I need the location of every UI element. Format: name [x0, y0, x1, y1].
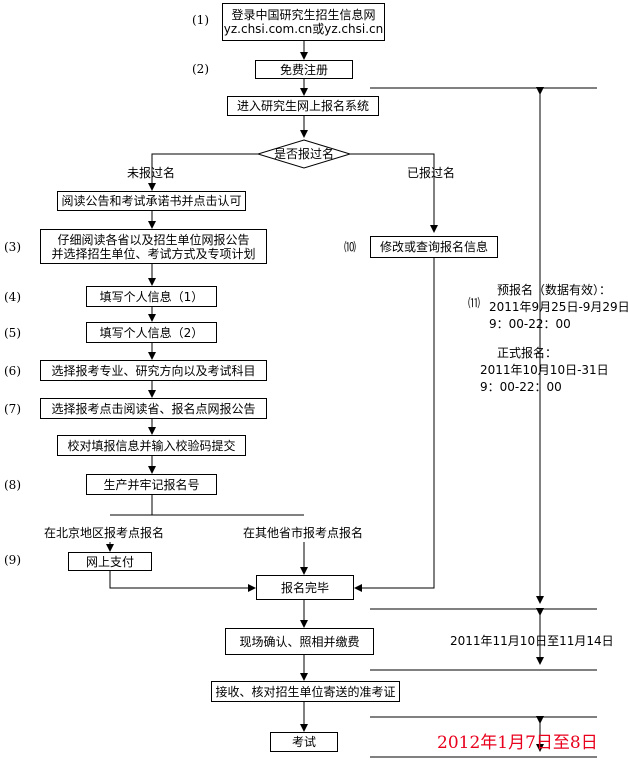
decision-label: 是否报过名	[274, 147, 335, 161]
step-number-1: (1)	[192, 13, 209, 27]
step-select-unit-box: 仔细阅读各省以及招生单位网报公告 并选择招生单位、考试方式及专项计划	[40, 229, 267, 264]
pre-registration-dates: 2011年9月25日-9月29日	[489, 300, 628, 314]
step-select-unit-line1: 仔细阅读各省以及招生单位网报公告	[57, 232, 250, 247]
pre-registration-title: 预报名（数据有效）：	[497, 283, 612, 297]
formal-registration-dates: 2011年10月10日-31日	[480, 363, 609, 377]
formal-registration-title: 正式报名：	[497, 346, 558, 360]
step-login-box: 登录中国研究生招生信息网 yz.chsi.com.cn或yz.chsi.cn	[222, 3, 385, 41]
step-number-11: ⑾	[468, 296, 481, 310]
step-login-line1: 登录中国研究生招生信息网	[231, 8, 376, 22]
step-personal-info-2-box: 填写个人信息（2）	[86, 322, 217, 343]
step-number-8: (8)	[4, 478, 21, 492]
step-online-payment-box: 网上支付	[68, 552, 152, 571]
step-number-5: (5)	[4, 326, 21, 340]
step-registration-number-box: 生产并牢记报名号	[86, 474, 217, 495]
exam-dates: 2012年1月7日至8日	[437, 733, 598, 753]
step-register-box: 免费注册	[255, 60, 353, 79]
step-enter-system-box: 进入研究生网上报名系统	[227, 96, 379, 116]
decision-diamond	[256, 139, 352, 169]
step-select-major-box: 选择报考专业、研究方向以及考试科目	[40, 360, 267, 381]
step-number-9: (9)	[4, 553, 21, 567]
step-receive-admission-box: 接收、核对招生单位寄送的准考证	[211, 681, 400, 702]
branch-registered-label: 已报过名	[407, 166, 456, 180]
formal-registration-time: 9：00-22：00	[480, 380, 562, 394]
step-select-unit-line2: 并选择招生单位、考试方式及专项计划	[51, 246, 256, 261]
step-number-3: (3)	[4, 240, 21, 254]
step-number-6: (6)	[4, 364, 21, 378]
step-number-4: (4)	[4, 290, 21, 304]
step-modify-query-box: 修改或查询报名信息	[370, 236, 498, 258]
pre-registration-time: 9：00-22：00	[489, 317, 571, 331]
step-number-7: (7)	[4, 402, 21, 416]
step-login-line2: yz.chsi.com.cn或yz.chsi.cn	[223, 22, 384, 36]
onsite-confirm-dates: 2011年11月10日至11月14日	[450, 634, 614, 648]
step-verify-submit-box: 校对填报信息并输入校验码提交	[57, 435, 246, 456]
step-exam-box: 考试	[270, 732, 338, 752]
step-number-2: (2)	[192, 62, 209, 76]
branch-not-registered-label: 未报过名	[127, 166, 176, 180]
branch-beijing-label: 在北京地区报考点报名	[44, 526, 165, 540]
step-personal-info-1-box: 填写个人信息（1）	[86, 286, 217, 307]
step-registration-complete-box: 报名完毕	[256, 575, 354, 600]
step-number-10: ⑽	[344, 240, 357, 254]
step-read-notice-box: 阅读公告和考试承诺书并点击认可	[57, 191, 246, 211]
step-onsite-confirm-box: 现场确认、照相并缴费	[225, 628, 374, 655]
branch-other-province-label: 在其他省市报考点报名	[243, 526, 364, 540]
step-select-exam-site-box: 选择报考点击阅读省、报名点网报公告	[40, 398, 267, 419]
